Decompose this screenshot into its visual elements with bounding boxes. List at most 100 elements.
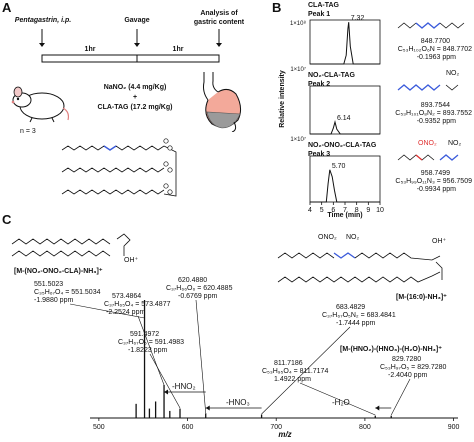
struct-no2-ono2-cla: [397, 154, 459, 161]
loss-h2o-arrow-head: [375, 405, 380, 411]
struct-no2-label-2: NO₂: [448, 140, 462, 147]
interval-2: 1hr: [172, 46, 184, 53]
b-x-tick-label: 8: [355, 207, 359, 214]
ann-829-mass: 829.7280: [392, 356, 422, 363]
trace3-mass: 958.7499: [420, 170, 450, 177]
peak-label: 7.32: [351, 15, 365, 22]
trace-line: [310, 22, 380, 65]
annotation-leader: [69, 303, 145, 319]
ann-811-mass: 811.7186: [274, 360, 303, 367]
ann-573-ppm: -2.2524 ppm: [106, 309, 146, 316]
trace3-subtitle: Peak 3: [308, 151, 331, 158]
c-xlabel: m/z: [278, 430, 292, 439]
trace3-title: NO₂-ONO₂-CLA-TAG: [308, 142, 377, 149]
loss-h2o: -H₂O: [332, 398, 350, 407]
c-x-tick-label: 900: [448, 424, 460, 431]
panel-c-label: C: [2, 212, 12, 227]
dose-plus: +: [132, 94, 138, 101]
trace3-formula: C₅₃H₉₉O₁₁N₃ = 956.7509: [395, 178, 472, 185]
trace2-formula: C₅₃H₁₀₁O₈N₂ = 893.7552: [395, 110, 472, 117]
ann-829-ppm: -2.4040 ppm: [388, 372, 428, 379]
trace2-title: NO₂-CLA-TAG: [308, 72, 355, 79]
b-x-tick-label: 9: [366, 207, 370, 214]
ann-551-formula: C₃₅H₆₇O₄ = 551.5034: [34, 289, 101, 296]
b-x-tick-label: 7: [343, 207, 347, 214]
trace1-mass: 848.7700: [420, 38, 450, 45]
annotation-leader: [137, 315, 165, 386]
ann-683-formula: C₃₇H₆₇O₅N₂ = 683.4841: [322, 312, 396, 319]
loss-hno3-arrow-head: [205, 405, 210, 411]
frag2-title: [M-(16:0)-NH₃]⁺: [396, 294, 447, 301]
ann-620-mass: 620.4880: [178, 277, 208, 284]
b-xlabel: Time (min): [327, 212, 363, 219]
struct-no2-cla: [397, 84, 459, 91]
trace1-ymax: 1×10⁸: [289, 21, 306, 27]
frag3-title: [M-(HNO₂)-(HNO₃)-(H₂O)-NH₃]⁺: [340, 346, 442, 353]
ann-811-formula: C₅₃H₉₅O₄ = 811.7174: [262, 368, 329, 375]
ann-573-mass: 573.4864: [112, 293, 142, 300]
peak-label: 6.14: [337, 115, 351, 122]
b-x-tick-label: 5: [320, 207, 324, 214]
trace2-mass: 893.7544: [420, 102, 450, 109]
dose-cla-tag: CLA-TAG (17.2 mg/Kg): [97, 104, 173, 111]
step-pentagastrin: Pentagastrin, i.p.: [14, 17, 72, 24]
frag2-structure: [277, 252, 443, 283]
mouse-illustration: [11, 86, 70, 123]
trace-frame: [309, 19, 381, 65]
trace1-subtitle: Peak 1: [308, 11, 331, 18]
annotation-leader: [261, 326, 351, 415]
ann-591-ppm: -1.8223 ppm: [128, 347, 168, 354]
peak-label: 5.70: [332, 163, 346, 170]
trace1-formula: C₅₃H₁₀₂O₆N = 848.7702: [397, 46, 472, 53]
frag2-ono2: ONO₂: [318, 234, 337, 241]
cla-tag-structure: [61, 138, 177, 197]
step-analysis-line1: Analysis of: [200, 10, 238, 17]
trace2-ppm: -0.9352 ppm: [416, 118, 456, 125]
ann-829-formula: C₅₃H₉₇O₅ = 829.7280: [380, 364, 447, 371]
c-x-tick-label: 800: [359, 424, 371, 431]
ann-620-formula: C₃₇H₆₆O₆ = 620.4885: [166, 285, 233, 292]
ann-591-formula: C₃₇H₆₇O₅ = 591.4983: [118, 339, 185, 346]
b-x-tick-label: 4: [308, 207, 312, 214]
c-x-tick-label: 500: [93, 424, 105, 431]
ann-683-ppm: -1.7444 ppm: [336, 320, 376, 327]
frag2-oh: OH⁺: [432, 238, 447, 245]
panel-a-label: A: [2, 0, 12, 15]
frag1-structure: [11, 233, 131, 257]
loss-hno2: -HNO₂: [172, 382, 196, 391]
frag1-title: [M-(NO₂-ONO₂-CLA)-NH₃]⁺: [14, 268, 103, 275]
ann-811-ppm: 1.4922 ppm: [274, 376, 311, 383]
dose-nano2: NaNO₂ (4.4 mg/Kg): [103, 84, 167, 91]
struct-no2-label: NO₂: [446, 70, 460, 77]
trace1-title: CLA-TAG: [308, 2, 339, 9]
stomach-illustration: [203, 72, 242, 132]
timeline: [39, 29, 222, 63]
n-count: n = 3: [20, 128, 36, 135]
annotation-leader: [195, 299, 207, 414]
ann-620-ppm: -0.6769 ppm: [178, 293, 218, 300]
struct-cla: [397, 22, 465, 29]
struct-ono2-label: ONO₂: [418, 140, 437, 147]
interval-1: 1hr: [84, 46, 96, 53]
frag2-no2: NO₂: [346, 234, 360, 241]
b-x-tick-label: 10: [376, 207, 384, 214]
loss-hno2-arrow-head: [164, 389, 169, 395]
trace2-ymax: 1×10⁷: [290, 67, 306, 73]
ann-573-formula: C₃₇H₆₅O₄ = 573.4877: [104, 301, 171, 308]
trace3-ppm: -0.9934 ppm: [416, 186, 456, 193]
annotation-leader: [149, 353, 181, 409]
trace-line: [310, 120, 380, 135]
c-x-tick-label: 600: [182, 424, 194, 431]
trace-line: [310, 169, 380, 203]
trace2-subtitle: Peak 2: [308, 81, 331, 88]
annotation-leader: [299, 382, 376, 416]
step-gavage: Gavage: [124, 17, 150, 24]
step-analysis-line2: gastric content: [193, 19, 245, 26]
trace1-ppm: -0.1963 ppm: [416, 54, 456, 61]
c-x-tick-label: 700: [270, 424, 282, 431]
ann-551-mass: 551.5023: [34, 281, 64, 288]
ann-683-mass: 683.4829: [336, 304, 366, 311]
panel-b-label: B: [272, 0, 282, 15]
